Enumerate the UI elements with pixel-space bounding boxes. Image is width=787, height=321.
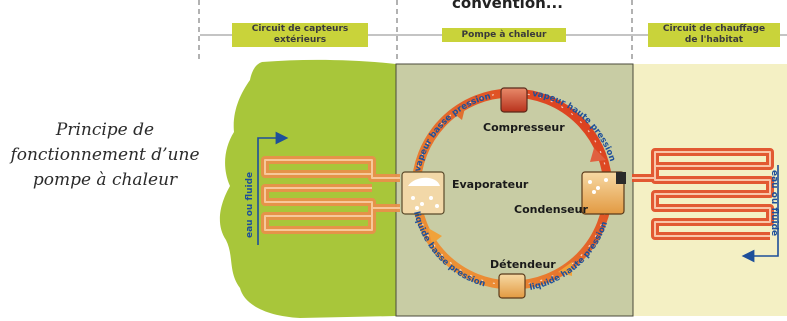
header-outdoor-line2: extérieurs bbox=[273, 35, 327, 45]
header-outdoor-line1: Circuit de capteurs bbox=[251, 24, 349, 34]
caption-line3: pompe à chaleur bbox=[32, 170, 178, 190]
header-outdoor-circuit: Circuit de capteurs extérieurs bbox=[232, 23, 368, 47]
fluid-arrow-right bbox=[741, 165, 779, 263]
label-fluid-left: eau ou fluide bbox=[245, 172, 255, 238]
header-heat-pump: Pompe à chaleur bbox=[442, 28, 566, 42]
label-fluid-right: eau ou fluide bbox=[769, 170, 779, 236]
fluid-arrow-left bbox=[257, 131, 289, 245]
caption-line2: fonctionnement d’une bbox=[10, 145, 200, 165]
figure-caption: Principe de fonctionnement d’une pompe à… bbox=[0, 118, 210, 193]
compressor-box bbox=[500, 87, 528, 113]
header-house-line1: Circuit de chauffage bbox=[662, 24, 766, 34]
label-compresseur: Compresseur bbox=[483, 121, 565, 134]
expansion-valve-box bbox=[498, 273, 526, 299]
label-detendeur: Détendeur bbox=[490, 258, 556, 271]
label-condenseur: Condenseur bbox=[514, 203, 588, 216]
label-evaporateur: Evaporateur bbox=[452, 178, 529, 191]
top-title-partial: convention... bbox=[452, 0, 563, 12]
header-heat-pump-label: Pompe à chaleur bbox=[461, 29, 547, 40]
header-house-line2: de l'habitat bbox=[684, 35, 744, 45]
caption-line1: Principe de bbox=[55, 120, 155, 140]
condenser-box bbox=[581, 171, 625, 215]
loop-arrow-bottom-right bbox=[558, 262, 572, 276]
loop-arrow-bottom-left bbox=[428, 228, 442, 244]
loop-arrow-top-left bbox=[452, 104, 466, 120]
loop-arrow-top-right bbox=[590, 148, 606, 162]
header-house-circuit: Circuit de chauffage de l'habitat bbox=[648, 23, 780, 47]
